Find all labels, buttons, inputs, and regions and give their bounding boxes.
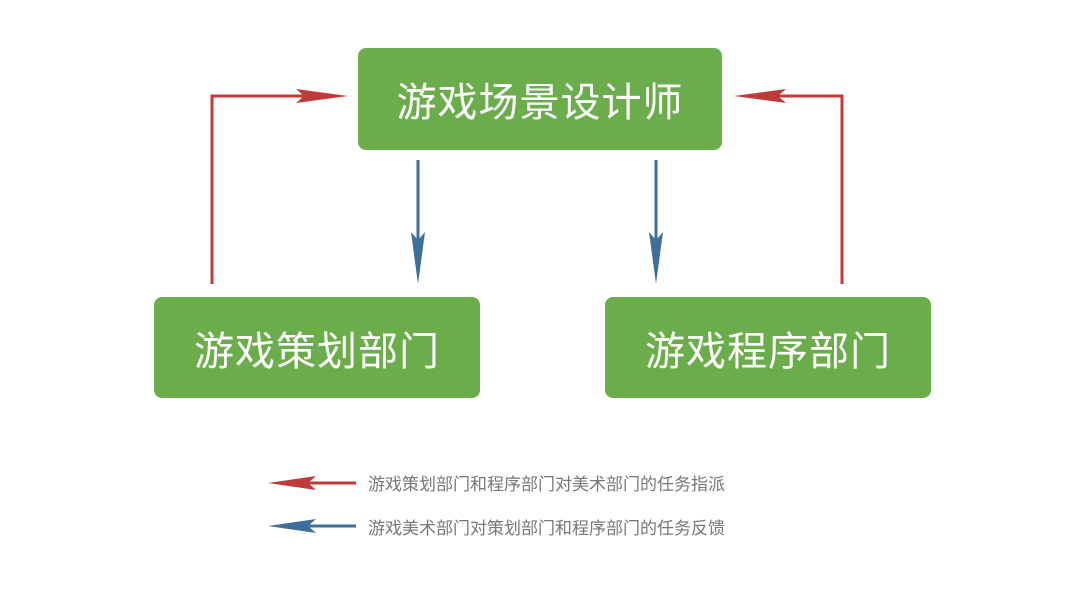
legend-blue-label: 游戏美术部门对策划部门和程序部门的任务反馈 (368, 519, 725, 539)
red-arrow-right-to-top (734, 89, 844, 284)
red-arrow-left-to-top (210, 89, 348, 284)
node-planning-department-label: 游戏策划部门 (194, 328, 440, 375)
node-planning-department: 游戏策划部门 (154, 297, 480, 398)
legend-red-label: 游戏策划部门和程序部门对美术部门的任务指派 (368, 475, 725, 495)
legend-red-arrow (268, 476, 356, 490)
node-programming-department-label: 游戏程序部门 (645, 328, 891, 375)
node-programming-department: 游戏程序部门 (605, 297, 931, 398)
blue-arrow-top-to-right (649, 160, 663, 284)
legend-blue-arrow (268, 519, 356, 533)
node-scene-designer-label: 游戏场景设计师 (396, 80, 684, 126)
node-scene-designer: 游戏场景设计师 (358, 48, 722, 150)
blue-arrow-top-to-left (411, 160, 425, 284)
